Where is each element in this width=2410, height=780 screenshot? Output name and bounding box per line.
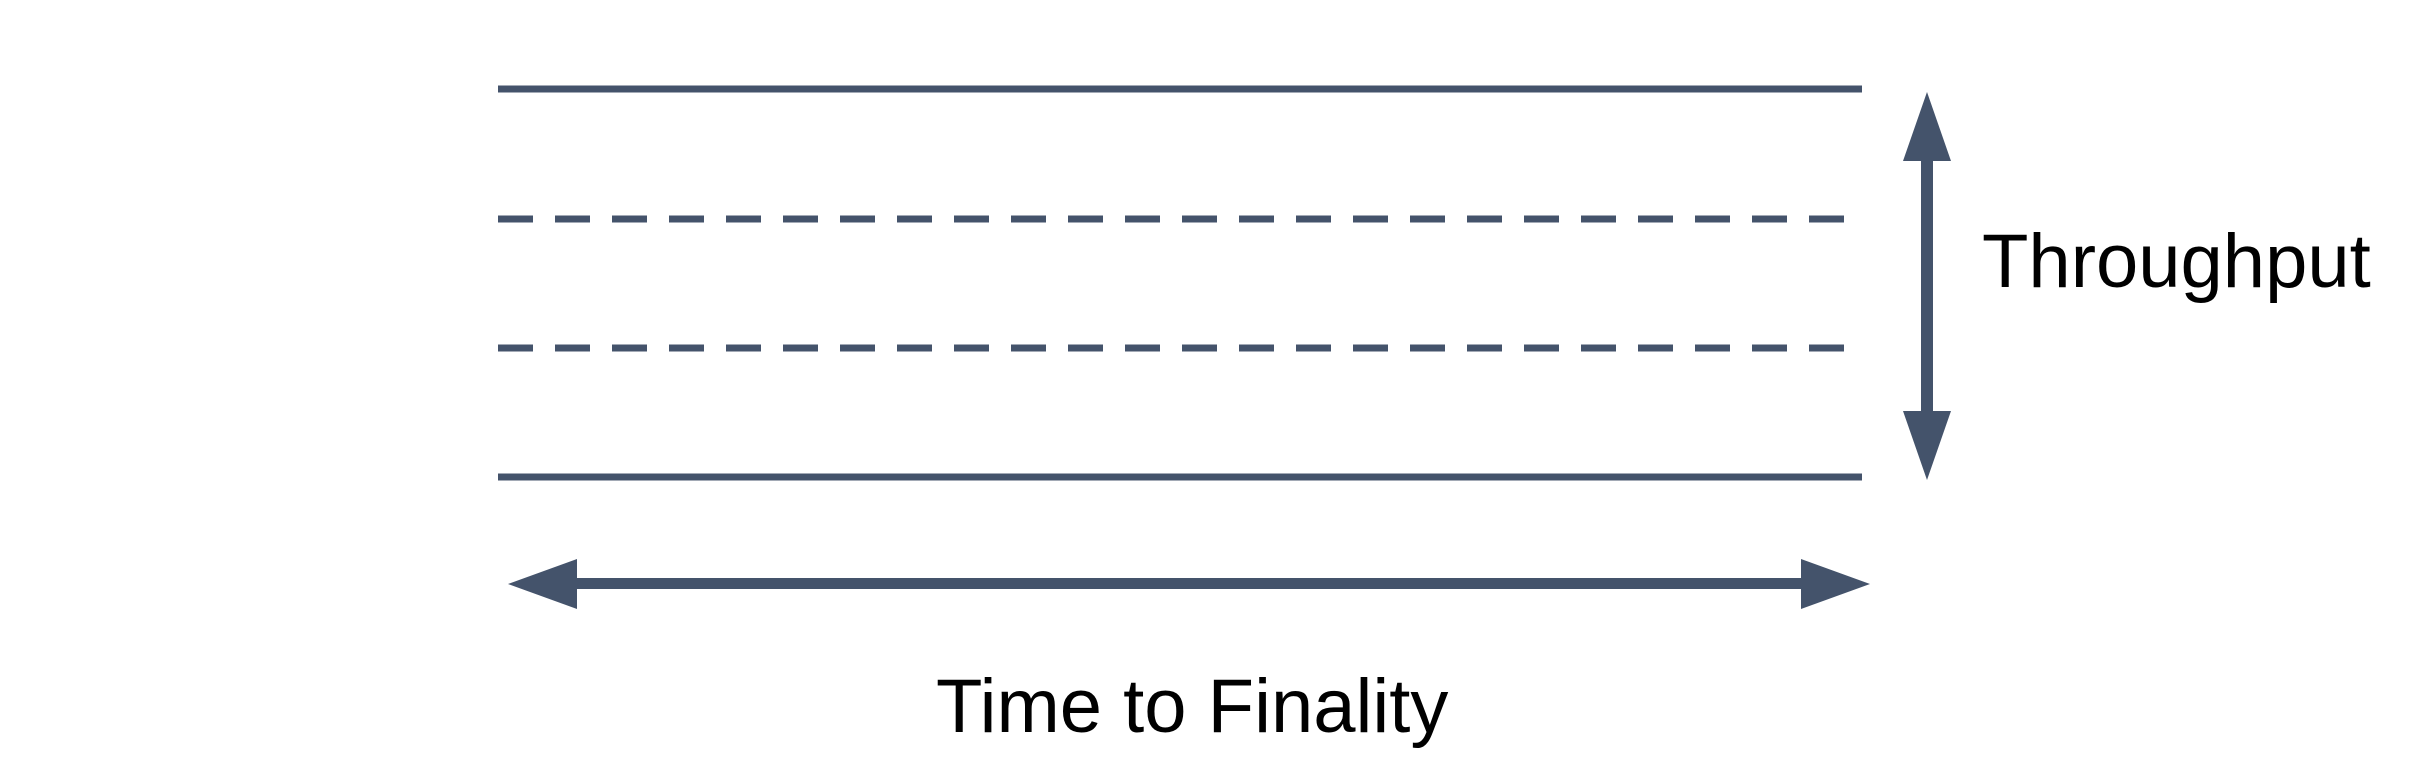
time-to-finality-arrow — [508, 559, 1870, 609]
throughput-arrow-stem — [1921, 155, 1933, 417]
throughput-arrow-head-up — [1903, 92, 1951, 161]
throughput-axis-label: Throughput — [1982, 219, 2371, 304]
time-to-finality-arrow-stem — [572, 578, 1801, 589]
throughput-arrow — [1903, 92, 1951, 480]
time-to-finality-arrow-head-right — [1801, 559, 1870, 609]
time-to-finality-arrow-head-left — [508, 559, 577, 609]
time-to-finality-axis-label: Time to Finality — [936, 664, 1449, 749]
throughput-arrow-head-down — [1903, 411, 1951, 480]
